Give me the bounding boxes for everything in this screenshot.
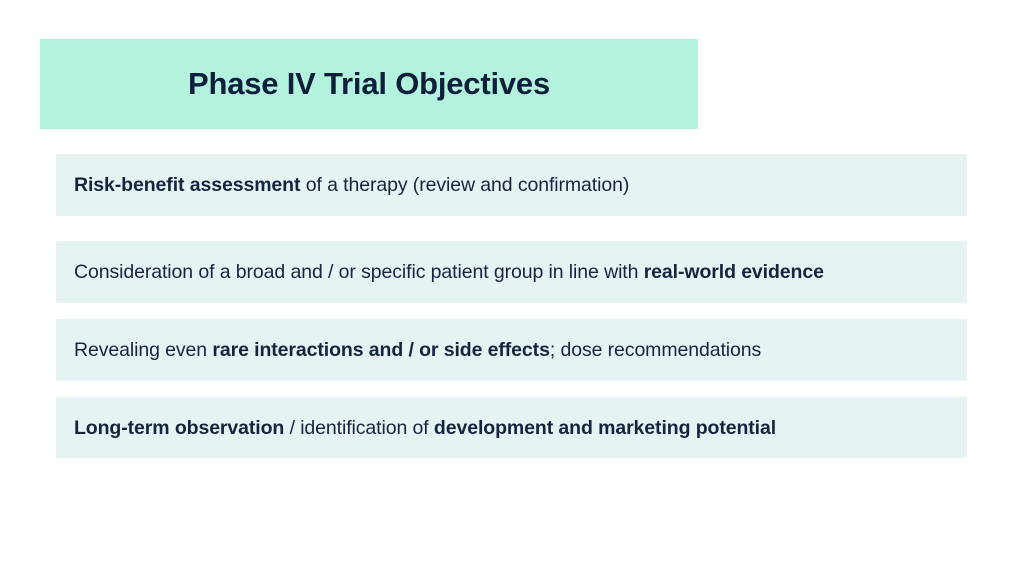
list-item: Revealing even rare interactions and / o… xyxy=(56,318,967,381)
list-item: Consideration of a broad and / or specif… xyxy=(56,240,967,303)
objective-2-segment-2: ; dose recommendations xyxy=(549,338,762,361)
objective-3-segment-1: / identification of xyxy=(284,416,434,439)
list-item: Risk-benefit assessment of a therapy (re… xyxy=(56,154,967,216)
objective-text-0: Risk-benefit assessment of a therapy (re… xyxy=(74,174,629,196)
objective-0-segment-1: of a therapy (review and confirmation) xyxy=(300,174,630,196)
title-band: Phase IV Trial Objectives xyxy=(40,39,698,129)
objective-2-segment-0: Revealing even xyxy=(74,338,213,361)
objective-2-segment-1: rare interactions and / or side effects xyxy=(212,338,550,361)
page-title: Phase IV Trial Objectives xyxy=(187,65,551,101)
objective-text-1: Consideration of a broad and / or specif… xyxy=(74,261,824,283)
objective-3-segment-0: Long-term observation xyxy=(74,416,285,439)
objective-1-segment-0: Consideration of a broad and / or specif… xyxy=(74,260,644,283)
objective-1-segment-1: real-world evidence xyxy=(643,260,824,283)
objective-3-segment-2: development and marketing potential xyxy=(433,416,777,439)
objective-text-3: Long-term observation / identification o… xyxy=(74,417,776,439)
objectives-list: Risk-benefit assessment of a therapy (re… xyxy=(56,154,967,459)
objective-text-2: Revealing even rare interactions and / o… xyxy=(74,339,761,361)
list-item: Long-term observation / identification o… xyxy=(56,396,967,459)
objective-0-segment-0: Risk-benefit assessment xyxy=(74,174,301,196)
